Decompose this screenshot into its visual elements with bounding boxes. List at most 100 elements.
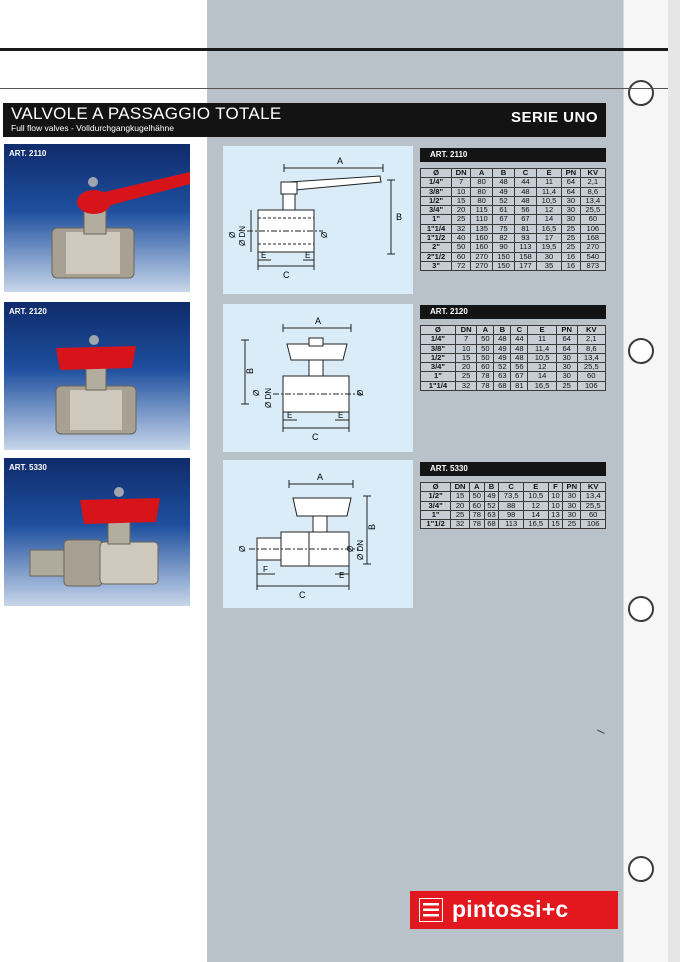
table-cell: 49 [483, 491, 500, 502]
table-cell: 67 [513, 214, 537, 225]
ball-valve-lever-image [51, 172, 190, 279]
dim-diameter: Ø [252, 390, 261, 396]
dim-e: E [339, 571, 344, 580]
dim-a: A [315, 316, 321, 326]
table-cell: 10 [547, 500, 564, 511]
dim-c: C [299, 590, 306, 600]
size-cell: 1/4" [419, 177, 453, 188]
table-cell: 25 [454, 371, 478, 382]
table-cell: 80 [470, 186, 494, 197]
table-cell: 67 [492, 214, 515, 225]
table-cell: 78 [476, 371, 495, 382]
table-cell: 177 [513, 260, 537, 272]
table-cell: 73,5 [498, 491, 524, 502]
table-cell: 50 [476, 343, 495, 354]
table-cell: 44 [513, 177, 537, 188]
table-cell: 32 [450, 519, 470, 530]
binder-hole [628, 856, 654, 882]
dimension-drawing: A B C F E Ø DN Ø Ø [238, 472, 377, 600]
table-cell: 88 [498, 500, 524, 511]
top-rule [0, 48, 668, 51]
photo-label: ART. 2120 [9, 307, 47, 316]
table-cell: 90 [492, 242, 515, 253]
table-cell: 64 [561, 177, 581, 188]
table-cell: 11,4 [535, 186, 563, 197]
dim-diameter-right: Ø [320, 232, 329, 238]
photo-label: ART. 2110 [9, 149, 47, 158]
dim-diameter-right: Ø [356, 390, 365, 396]
table-cell: 68 [483, 519, 500, 530]
dim-c: C [283, 270, 290, 280]
table-cell: 68 [493, 380, 512, 392]
technical-drawing-2110: A B C E E Ø DN Ø Ø [223, 146, 413, 294]
section-header: VALVOLE A PASSAGGIO TOTALE Full flow val… [3, 103, 606, 137]
table-cell: 48 [510, 343, 529, 354]
brand-logo: pintossi+c [410, 891, 618, 929]
table-cell: 13,4 [580, 491, 606, 502]
size-cell: 1"1/2 [419, 519, 452, 530]
top-rule-thin [0, 88, 668, 89]
technical-drawing-2120: A B C E E Ø DN Ø Ø [223, 304, 413, 452]
dim-c: C [312, 432, 319, 442]
table-cell: 16,5 [522, 519, 549, 530]
dimension-drawing: A B C E E Ø DN Ø Ø [241, 316, 365, 442]
table-cell: 110 [470, 214, 494, 225]
table-cell: 160 [470, 242, 494, 253]
table-cell: 10 [451, 186, 472, 197]
technical-drawing-5330: A B C F E Ø DN Ø Ø [223, 460, 413, 608]
ball-valve-tee-handle-image [55, 335, 137, 435]
table-cell: 25 [555, 380, 578, 392]
table-cell: 14 [535, 214, 563, 225]
table-cell: 60 [468, 500, 485, 511]
table-cell: 35 [535, 260, 563, 272]
dimension-drawing: A B C E E Ø DN Ø Ø [228, 156, 402, 280]
dim-b: B [396, 212, 402, 222]
dim-diameter: Ø [238, 546, 247, 552]
table-cell: 15 [450, 491, 470, 502]
dim-e: E [287, 411, 292, 420]
table-cell: 81 [510, 380, 529, 392]
dim-dn: Ø DN [264, 388, 273, 408]
page-edge [668, 0, 680, 962]
size-cell: 1" [419, 214, 453, 225]
table-cell: 78 [468, 519, 485, 530]
table-cell: 10 [547, 491, 564, 502]
table-cell: 2,1 [579, 177, 607, 188]
table-cell: 30 [562, 500, 582, 511]
table-cell: 25,5 [580, 500, 606, 511]
table-cell: 25 [561, 242, 581, 253]
table-cell: 25 [451, 214, 472, 225]
table-cell: 67 [510, 371, 529, 382]
size-cell: 3/8" [419, 186, 453, 197]
dim-a: A [337, 156, 343, 166]
spec-label: ART. 2120 [420, 305, 606, 319]
dim-b: B [367, 524, 377, 530]
table-cell: 32 [454, 380, 478, 392]
table-cell: 64 [555, 343, 578, 354]
product-photo-2110: ART. 2110 [4, 144, 190, 292]
table-cell: 2,1 [576, 334, 607, 345]
table-cell: 113 [513, 242, 537, 253]
table-cell: 48 [493, 334, 512, 345]
size-cell: 1"1/4 [420, 380, 456, 392]
photo-label: ART. 5330 [9, 463, 47, 472]
table-cell: 20 [450, 500, 470, 511]
spec-label: ART. 5330 [420, 462, 606, 476]
